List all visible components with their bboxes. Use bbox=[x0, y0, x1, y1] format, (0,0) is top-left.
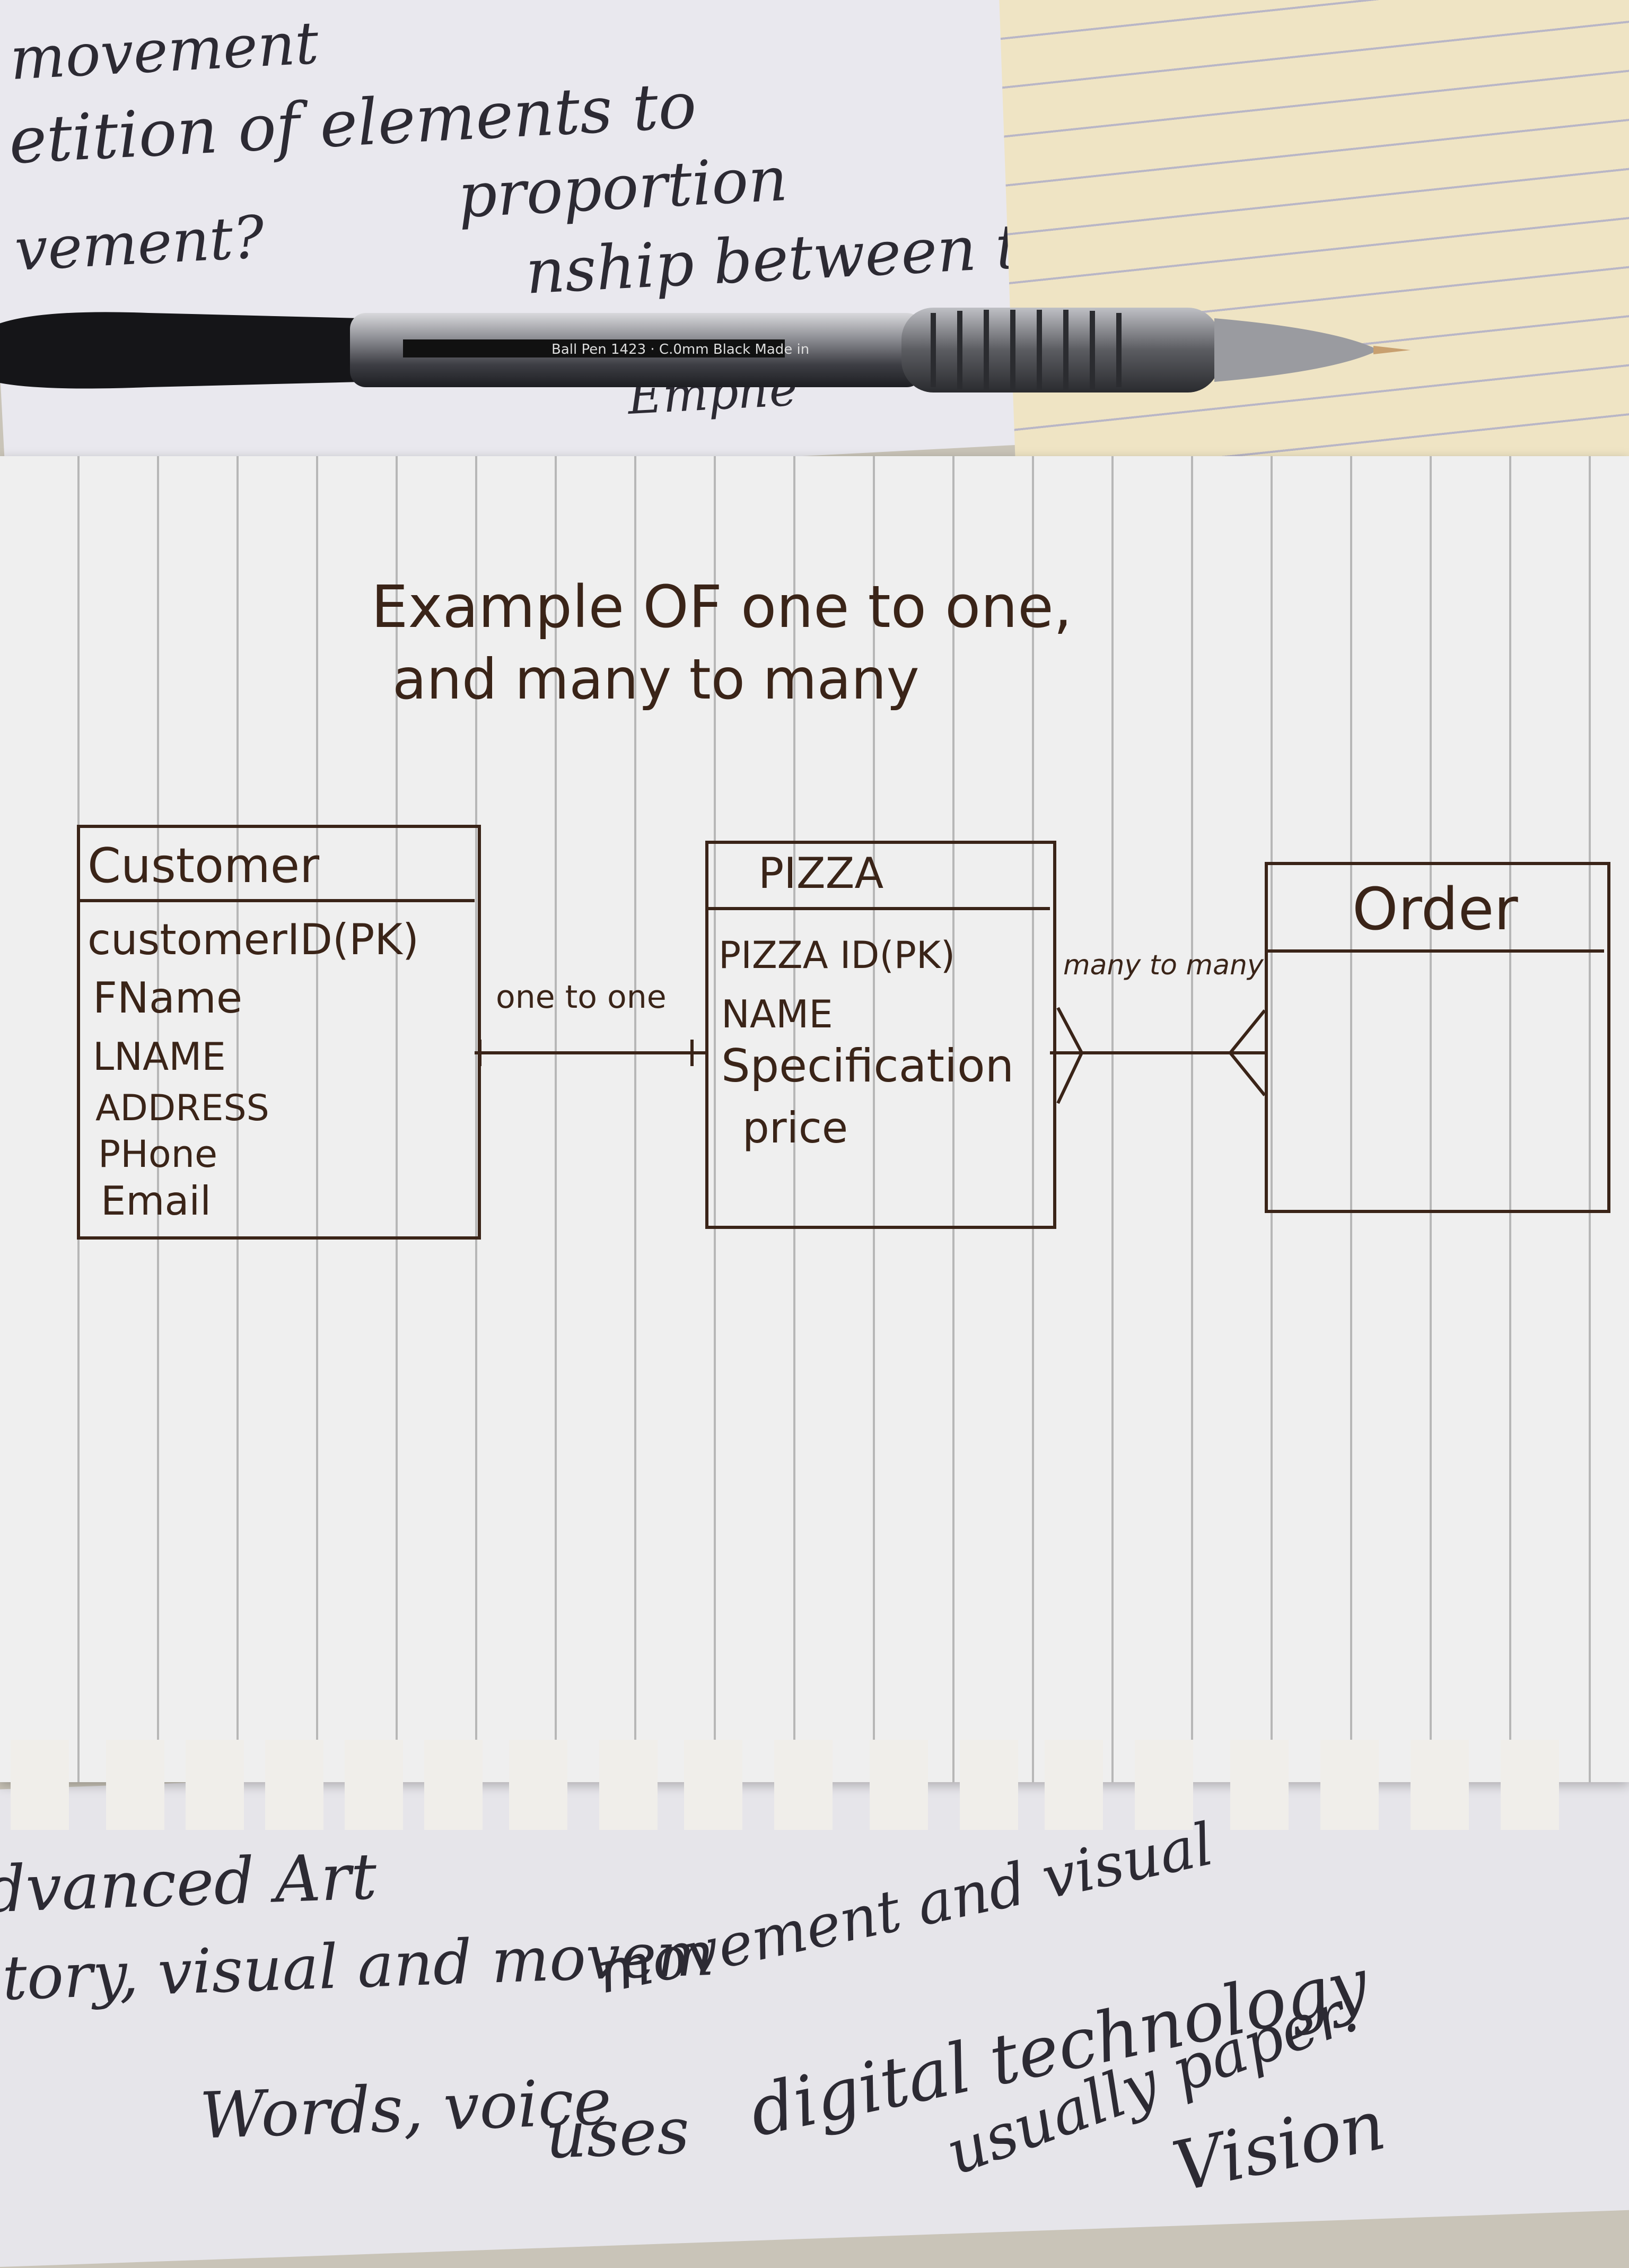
entity-divider bbox=[708, 907, 1050, 910]
customer-field: ADDRESS bbox=[95, 1087, 269, 1129]
customer-field: LNAME bbox=[93, 1034, 226, 1079]
entity-order bbox=[1265, 862, 1610, 1213]
entity-customer bbox=[77, 825, 481, 1240]
perforated-edge bbox=[0, 1740, 1629, 1835]
notebook-page bbox=[0, 456, 1629, 1782]
diagram-title-line1: Example OF one to one, bbox=[371, 573, 1072, 641]
customer-field: PHone bbox=[98, 1132, 218, 1176]
diagram-title-line2: and many to many bbox=[392, 647, 919, 712]
relationship-label-many-to-many: many to many bbox=[1063, 949, 1264, 981]
relationship-label-one-to-one: one to one bbox=[496, 979, 667, 1016]
entity-order-title: Order bbox=[1352, 875, 1518, 943]
pizza-field: NAME bbox=[721, 992, 833, 1036]
entity-customer-title: Customer bbox=[87, 838, 320, 894]
pen-label: Ball Pen 1423 · C.0mm Black Made in bbox=[551, 342, 810, 357]
customer-field: Email bbox=[101, 1177, 212, 1224]
ballpoint-pen: Ball Pen 1423 · C.0mm Black Made in bbox=[0, 276, 1421, 414]
entity-pizza bbox=[705, 841, 1056, 1229]
entity-pizza-title: PIZZA bbox=[758, 849, 884, 898]
relationship-lines bbox=[475, 1007, 1266, 1104]
customer-field: customerID(PK) bbox=[87, 915, 419, 964]
pizza-field: Specification bbox=[721, 1040, 1014, 1093]
customer-field: FName bbox=[93, 973, 243, 1023]
pizza-field: PIZZA ID(PK) bbox=[719, 934, 956, 977]
pen-icon bbox=[0, 308, 1411, 392]
entity-divider bbox=[80, 899, 475, 902]
pizza-field: price bbox=[742, 1103, 848, 1153]
entity-divider bbox=[1267, 949, 1604, 953]
